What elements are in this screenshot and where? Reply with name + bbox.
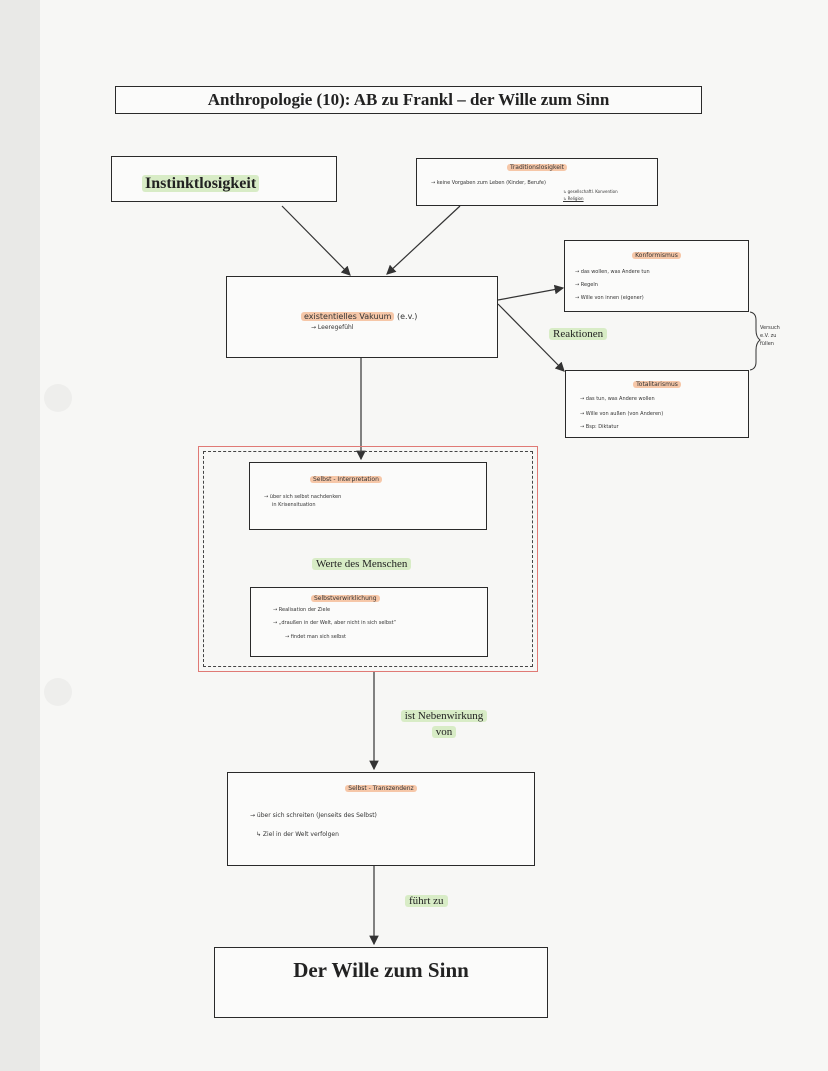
werte-frame-outer xyxy=(198,446,538,672)
verwirklichung-box: Selbstverwirklichung → Realisation der Z… xyxy=(250,587,488,657)
transzendenz-heading: Selbst - Transzendenz xyxy=(345,785,417,792)
konformismus-line2: → Regeln xyxy=(575,282,598,288)
verwirklichung-heading: Selbstverwirklichung xyxy=(311,595,380,602)
vakuum-line1: → Leeregefühl xyxy=(311,324,354,331)
versuch-line2: e.V. zu xyxy=(760,333,777,339)
verwirklichung-line3: → findet man sich selbst xyxy=(285,634,346,640)
instinkt-label: Instinktlosigkeit xyxy=(142,175,260,192)
konformismus-line1: → das wollen, was Andere tun xyxy=(575,269,650,275)
punch-hole xyxy=(44,384,72,412)
tradition-heading: Traditionslosigkeit xyxy=(507,164,567,171)
konformismus-line3: → Wille von innen (eigener) xyxy=(575,295,644,301)
arrow-vakuum-konformismus xyxy=(497,284,565,301)
brace-versuch xyxy=(749,311,761,371)
konformismus-box: Konformismus → das wollen, was Andere tu… xyxy=(564,240,749,312)
page-title: Anthropologie (10): AB zu Frankl – der W… xyxy=(207,90,610,109)
konformismus-heading: Konformismus xyxy=(632,252,681,259)
nebenwirkung-line1: ist Nebenwirkung xyxy=(400,710,488,722)
fuehrt-label: führt zu xyxy=(405,895,448,907)
tradition-line3: ↳ Religion xyxy=(563,196,584,201)
tradition-line1: → keine Vorgaben zum Leben (Kinder, Beru… xyxy=(431,180,546,186)
arrow-vakuum-totalitarismus xyxy=(497,303,565,372)
instinkt-box: Instinktlosigkeit xyxy=(111,156,337,202)
arrow-instinkt-vakuum xyxy=(281,205,351,276)
totalitarismus-heading: Totalitarismus xyxy=(633,381,681,388)
totalitarismus-box: Totalitarismus → das tun, was Andere wol… xyxy=(565,370,749,438)
transzendenz-box: Selbst - Transzendenz → über sich schrei… xyxy=(227,772,535,866)
interpretation-line2: in Krisensituation xyxy=(272,502,316,508)
vakuum-box: existentielles Vakuum (e.v.) → Leeregefü… xyxy=(226,276,498,358)
tradition-line2: ↳ gesellschaftl. Konvention xyxy=(563,189,618,194)
interpretation-heading: Selbst - Interpretation xyxy=(310,476,382,483)
versuch-line3: füllen xyxy=(760,341,774,347)
verwirklichung-line2: → „draußen in der Welt, aber nicht in si… xyxy=(273,620,397,626)
punch-hole xyxy=(44,678,72,706)
interpretation-line1: → über sich selbst nachdenken xyxy=(264,494,342,500)
vakuum-heading: existentielles Vakuum xyxy=(301,312,395,321)
arrow-tradition-vakuum xyxy=(386,205,461,275)
title-box: Anthropologie (10): AB zu Frankl – der W… xyxy=(115,86,702,114)
reaktionen-label: Reaktionen xyxy=(549,328,608,340)
versuch-line1: Versuch xyxy=(760,325,780,331)
transzendenz-line2: ↳ Ziel in der Welt verfolgen xyxy=(256,831,339,838)
totalitarismus-line1: → das tun, was Andere wollen xyxy=(580,396,655,402)
totalitarismus-line2: → Wille von außen (von Anderen) xyxy=(580,411,664,417)
werte-label: Werte des Menschen xyxy=(312,558,412,570)
tradition-box: Traditionslosigkeit → keine Vorgaben zum… xyxy=(416,158,658,206)
verwirklichung-line1: → Realisation der Ziele xyxy=(273,607,331,613)
interpretation-box: Selbst - Interpretation → über sich selb… xyxy=(249,462,487,530)
transzendenz-line1: → über sich schreiten (Jenseits des Selb… xyxy=(250,812,377,819)
nebenwirkung-line2: von xyxy=(431,726,457,738)
vakuum-abbr: (e.v.) xyxy=(397,312,418,321)
totalitarismus-line3: → Bsp: Diktatur xyxy=(580,424,619,430)
wille-box: Der Wille zum Sinn xyxy=(214,947,548,1018)
werte-frame-inner xyxy=(203,451,533,667)
wille-label: Der Wille zum Sinn xyxy=(293,958,469,982)
